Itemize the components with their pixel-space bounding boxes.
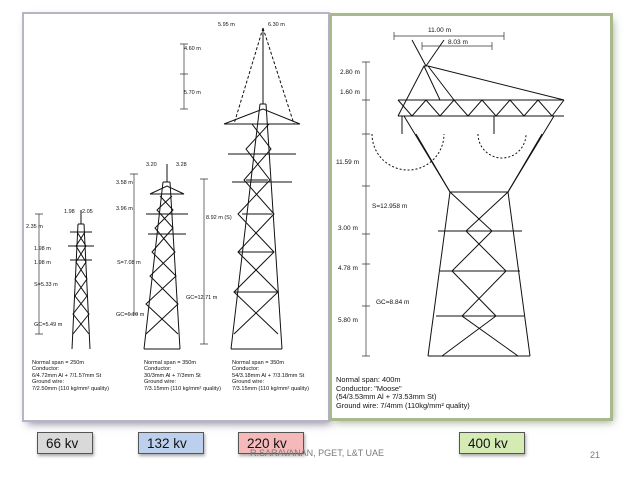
dim-66-f: S=5.33 m xyxy=(34,282,58,288)
dim-66-g: GC=5.49 m xyxy=(34,322,63,328)
tower-400-panel: 11.00 m 8.03 m 2.80 m 1.60 m 11.59 m S=1… xyxy=(332,16,610,418)
note-66-gw: Ground wire: xyxy=(32,379,65,386)
note-66-cond-spec: 6/4.72mm Al + 7/1.57mm St xyxy=(32,372,102,379)
note-400-cond-spec: (54/3.53mm Al + 7/3.53mm St) xyxy=(336,392,437,402)
dim-400-a: 11.00 m xyxy=(428,27,451,34)
notes-220: Normal span = 350m Conductor: 54/3.18mm … xyxy=(232,360,324,392)
note-132-cond-spec: 30/3mm Al + 7/3mm St xyxy=(144,372,201,379)
label-220kv: 220 kv xyxy=(238,432,304,454)
dim-220-f: GC=12.71 m xyxy=(186,295,218,301)
tower-drawings-left: 5.95 m 6.30 m 4.60 m 5.70 m 8.92 m (S) G… xyxy=(26,22,301,350)
dim-220-c: 4.60 m xyxy=(184,46,201,52)
note-400-span: Normal span: 400m xyxy=(336,375,401,384)
tower-66-drawing xyxy=(68,210,94,350)
dim-400-e: 11.59 m xyxy=(336,159,359,166)
tower-220-drawing xyxy=(223,27,301,350)
tower-132-drawing xyxy=(143,164,188,350)
dim-400-b: 8.03 m xyxy=(448,39,468,46)
notes-400: Normal span: 400m Conductor: "Moose" (54… xyxy=(336,375,566,410)
dim-66-d: 1.98 m xyxy=(34,246,51,252)
slide-footer: R.SARAVANAN, PGET, L&T UAE xyxy=(250,448,385,458)
dim-132-e: S=7.08 m xyxy=(117,260,141,266)
dim-66-b: 2.05 xyxy=(82,209,93,215)
slide-page-number: 21 xyxy=(590,450,601,460)
dim-400-c: 2.80 m xyxy=(340,69,360,76)
dim-220-d: 5.70 m xyxy=(184,90,201,96)
note-220-cond-spec: 54/3.18mm Al + 7/3.18mm St xyxy=(232,372,305,379)
dim-66-c: 2.35 m xyxy=(26,224,43,230)
dim-132-c: 3.58 m xyxy=(116,180,133,186)
note-220-gw: Ground wire: xyxy=(232,379,265,386)
note-132-cond: Conductor: xyxy=(144,366,172,373)
towers-66-132-220-panel: 5.95 m 6.30 m 4.60 m 5.70 m 8.92 m (S) G… xyxy=(24,14,328,420)
note-132-span: Normal span = 350m xyxy=(144,360,197,366)
note-66-span: Normal span = 250m xyxy=(32,360,85,366)
note-220-span: Normal span = 350m xyxy=(232,360,285,366)
note-400-cond: Conductor: "Moose" xyxy=(336,383,402,393)
dim-400-d: 1.60 m xyxy=(340,89,360,96)
tower-drawing-400: 11.00 m 8.03 m 2.80 m 1.60 m 11.59 m S=1… xyxy=(336,27,565,357)
label-66kv: 66 kv xyxy=(37,432,93,454)
dim-220-a: 5.95 m xyxy=(218,22,235,28)
notes-132: Normal span = 350m Conductor: 30/3mm Al … xyxy=(144,360,228,392)
dim-400-j: 5.80 m xyxy=(338,317,358,324)
dim-132-b: 3.28 xyxy=(176,162,187,168)
dim-132-f: GC=6.10 m xyxy=(116,312,145,318)
dim-400-f: S=12.958 m xyxy=(372,203,407,210)
note-132-gw-spec: 7/3.15mm (110 kg/mm² quality) xyxy=(144,385,221,392)
dim-400-i: GC=8.84 m xyxy=(376,299,409,306)
note-220-cond: Conductor: xyxy=(232,366,260,373)
dim-400-g: 3.00 m xyxy=(338,225,358,232)
label-132kv: 132 kv xyxy=(138,432,204,454)
dim-132-a: 3.20 xyxy=(146,162,157,168)
note-400-gw: Ground wire: 7/4mm (110kg/mm² quality) xyxy=(336,400,470,410)
note-220-gw-spec: 7/3.15mm (110 kg/mm² quality) xyxy=(232,385,309,392)
dim-66-a: 1.98 xyxy=(64,209,75,215)
dim-66-e: 1.98 m xyxy=(34,260,51,266)
note-66-cond: Conductor: xyxy=(32,366,60,373)
notes-66: Normal span = 250m Conductor: 6/4.72mm A… xyxy=(32,360,122,392)
dim-220-b: 6.30 m xyxy=(268,22,285,28)
label-400kv: 400 kv xyxy=(459,432,525,454)
dim-220-e: 8.92 m (S) xyxy=(206,215,232,221)
note-66-gw-spec: 7/2.50mm (110 kg/mm² quality) xyxy=(32,385,109,392)
dim-132-d: 3.96 m xyxy=(116,206,133,212)
note-132-gw: Ground wire: xyxy=(144,379,177,386)
dim-400-h: 4.78 m xyxy=(338,265,358,272)
